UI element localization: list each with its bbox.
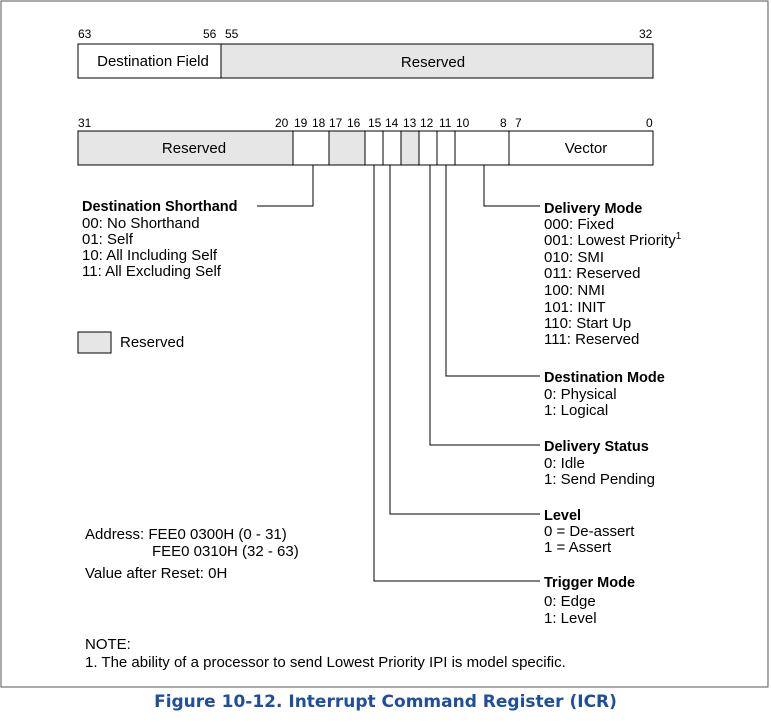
bit-19: 19 (294, 116, 308, 130)
destination-mode-item: 1: Logical (544, 402, 608, 419)
reserved-low-label: Reserved (162, 140, 226, 157)
dest-shorthand-item: 00: No Shorthand (82, 215, 200, 232)
destination-field-label: Destination Field (97, 53, 209, 70)
bit-0: 0 (646, 116, 653, 130)
vector-label: Vector (565, 140, 608, 157)
trigger-mode-connector (373, 165, 540, 582)
destination-mode-title: Destination Mode (544, 370, 665, 386)
bit-10: 10 (456, 116, 470, 130)
delivery-mode-item: 000: Fixed (544, 216, 614, 233)
delivery-mode-title: Delivery Mode (544, 201, 642, 217)
bit-15: 15 (368, 116, 382, 130)
delivery-mode-item: 101: INIT (544, 299, 606, 316)
destination-mode-cell (436, 130, 456, 166)
bit-8: 8 (500, 116, 507, 130)
note-heading: NOTE: (85, 636, 131, 653)
level-item: 0 = De-assert (544, 523, 635, 540)
level-connector (389, 165, 540, 515)
bit-16: 16 (347, 116, 361, 130)
destination-mode-item: 0: Physical (544, 386, 617, 403)
figure-frame (0, 0, 769, 688)
vector-cell (508, 130, 654, 166)
delivery-status-title: Delivery Status (544, 439, 649, 455)
dest-shorthand-connector (257, 165, 314, 207)
bit-17: 17 (329, 116, 343, 130)
reserved-low-cell (77, 130, 294, 166)
reserved-high-cell (220, 43, 654, 79)
dest-shorthand-cell (292, 130, 330, 166)
address-line-1: Address: FEE0 0300H (0 - 31) (85, 526, 287, 543)
dest-shorthand-item: 01: Self (82, 231, 134, 248)
delivery-mode-item: 111: Reserved (544, 331, 639, 348)
bit-32: 32 (639, 27, 653, 41)
trigger-mode-item: 1: Level (544, 610, 597, 627)
bit-12: 12 (420, 116, 434, 130)
level-title: Level (544, 508, 581, 524)
level-cell (382, 130, 402, 166)
delivery-status-connector (429, 165, 540, 446)
reserved-13-cell (400, 130, 420, 166)
bit-20: 20 (275, 116, 289, 130)
reserved-17-16-cell (328, 130, 366, 166)
note-text: 1. The ability of a processor to send Lo… (85, 654, 566, 671)
bit-14: 14 (385, 116, 399, 130)
bit-13: 13 (403, 116, 417, 130)
delivery-mode-connector (483, 165, 540, 207)
bit-55: 55 (225, 27, 239, 41)
delivery-status-item: 1: Send Pending (544, 471, 655, 488)
delivery-mode-item: 010: SMI (544, 249, 604, 266)
legend-reserved-swatch (77, 331, 112, 354)
bit-18: 18 (312, 116, 326, 130)
trigger-mode-item: 0: Edge (544, 593, 596, 610)
delivery-status-item: 0: Idle (544, 455, 585, 472)
legend-reserved-label: Reserved (120, 334, 184, 351)
bit-56: 56 (203, 27, 217, 41)
bit-31: 31 (78, 116, 92, 130)
delivery-mode-cell (454, 130, 510, 166)
bit-11: 11 (439, 116, 452, 130)
bit-63: 63 (78, 27, 92, 41)
delivery-status-cell (418, 130, 438, 166)
trigger-mode-cell (364, 130, 384, 166)
level-item: 1 = Assert (544, 539, 612, 556)
figure-caption: Figure 10-12. Interrupt Command Register… (154, 692, 617, 712)
delivery-mode-item: 001: Lowest Priority1 (544, 231, 682, 249)
address-line-2: FEE0 0310H (32 - 63) (152, 543, 299, 560)
reset-value: Value after Reset: 0H (85, 565, 227, 582)
destination-field-cell (77, 43, 222, 79)
dest-shorthand-title: Destination Shorthand (82, 199, 237, 215)
footnote-marker: 1 (676, 231, 682, 242)
delivery-mode-item: 110: Start Up (544, 315, 631, 332)
reserved-high-label: Reserved (401, 54, 465, 71)
dest-shorthand-item: 10: All Including Self (82, 247, 218, 264)
dest-shorthand-item: 11: All Excluding Self (82, 263, 222, 280)
delivery-mode-item: 011: Reserved (544, 265, 640, 282)
connector-lines (257, 165, 540, 582)
trigger-mode-title: Trigger Mode (544, 575, 635, 591)
delivery-mode-item: 100: NMI (544, 282, 605, 299)
destination-mode-connector (445, 165, 540, 377)
bit-7: 7 (515, 116, 522, 130)
